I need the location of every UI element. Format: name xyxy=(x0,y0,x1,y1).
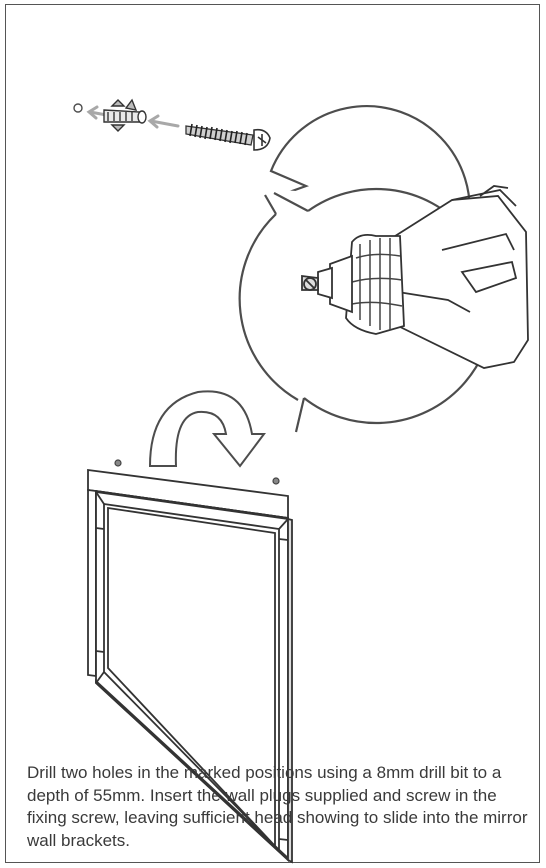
screw-icon xyxy=(185,123,271,151)
mirror-frame xyxy=(87,468,293,864)
screw-head-icon xyxy=(114,459,280,485)
wall-plug-icon xyxy=(103,98,147,132)
arrow-left-icon xyxy=(147,114,180,129)
drill-icon xyxy=(301,185,529,369)
instruction-text: Drill two holes in the marked positions … xyxy=(27,763,528,850)
flip-arrow-icon xyxy=(148,390,266,468)
hole-marker-icon xyxy=(73,103,83,113)
